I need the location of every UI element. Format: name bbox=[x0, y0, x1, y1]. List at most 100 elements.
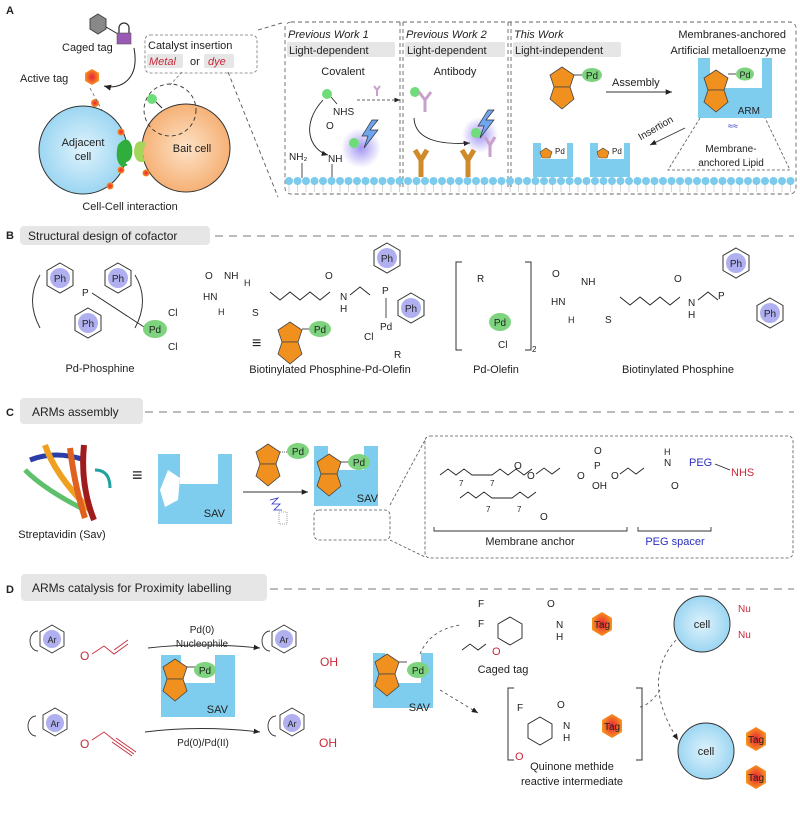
svg-text:H: H bbox=[563, 733, 570, 744]
antibody-label: Antibody bbox=[434, 66, 477, 78]
cofactor-icon bbox=[549, 66, 575, 110]
membrane-bead bbox=[540, 177, 548, 185]
membrane-bead bbox=[353, 177, 361, 185]
cl-label: Cl bbox=[364, 332, 373, 343]
insertion-label: Insertion bbox=[637, 114, 676, 143]
membrane-bead bbox=[735, 177, 744, 185]
phenol-product-1: Ar OH bbox=[261, 624, 338, 669]
ar-label: Ar bbox=[280, 635, 289, 645]
subscript-7: 7 bbox=[486, 505, 491, 514]
metal-label: Metal bbox=[149, 56, 176, 68]
pd-label: Pd bbox=[586, 71, 598, 82]
membrane-bead bbox=[480, 177, 489, 185]
svg-text:O: O bbox=[611, 471, 619, 482]
ar-label: Ar bbox=[48, 635, 57, 645]
o-atom: O bbox=[326, 121, 334, 132]
quinone-methide-label-1: Quinone methide bbox=[530, 761, 614, 773]
this-work-title: This Work bbox=[514, 29, 564, 41]
membrane-bead bbox=[361, 177, 370, 185]
r-group: R bbox=[394, 350, 401, 361]
ph-label: Ph bbox=[730, 259, 742, 270]
svg-text:H: H bbox=[340, 304, 347, 315]
caged-tag-label: Caged tag bbox=[62, 42, 113, 54]
svg-text:O: O bbox=[552, 269, 560, 280]
panel-c-header: ARMs assembly bbox=[32, 405, 119, 419]
previous-work-1-title: Previous Work 1 bbox=[288, 29, 369, 41]
panel-letter-a: A bbox=[6, 5, 14, 17]
membrane-bead bbox=[336, 177, 344, 185]
svg-text:O: O bbox=[540, 512, 548, 523]
compound-label-pd-phosphine: Pd-Phosphine bbox=[65, 363, 134, 375]
nh-label: NH bbox=[328, 154, 342, 165]
membrane-bead bbox=[778, 177, 786, 185]
membrane-bead bbox=[489, 177, 497, 185]
svg-text:O: O bbox=[594, 446, 602, 457]
pd-label: Pd bbox=[292, 447, 304, 458]
membrane-bead bbox=[378, 177, 387, 185]
catalyst-insertion-label: Catalyst insertion bbox=[148, 40, 232, 52]
membrane-bead bbox=[497, 177, 506, 185]
membrane-bead bbox=[557, 177, 565, 185]
membrane-bead bbox=[327, 177, 336, 185]
panel-letter-b: B bbox=[6, 230, 14, 242]
membrane-bead bbox=[302, 177, 310, 185]
pd-label: Pd bbox=[612, 147, 622, 156]
pd-label: Pd bbox=[412, 666, 424, 677]
membrane-bead bbox=[395, 177, 404, 185]
previous-work-2-title: Previous Work 2 bbox=[406, 29, 487, 41]
cl-label: Cl bbox=[168, 308, 177, 319]
cell-cell-interaction-caption: Cell-Cell interaction bbox=[82, 201, 177, 213]
membrane-bead bbox=[285, 177, 293, 185]
dye-label: dye bbox=[208, 56, 226, 68]
p-atom: P bbox=[382, 286, 389, 297]
active-tag-label: Active tag bbox=[20, 73, 68, 85]
membrane-bead bbox=[769, 177, 778, 185]
membrane-bead bbox=[761, 177, 769, 185]
membrane-bead bbox=[718, 177, 727, 185]
ar-label: Ar bbox=[288, 719, 297, 729]
tag-label: Tag bbox=[748, 773, 764, 784]
membrane-bead bbox=[574, 177, 582, 185]
membrane-bead bbox=[548, 177, 557, 185]
svg-text:O: O bbox=[80, 737, 89, 751]
svg-text:O: O bbox=[325, 271, 333, 282]
this-work-tag: Light-independent bbox=[515, 45, 603, 57]
adjacent-cell bbox=[38, 105, 128, 195]
sav-label: SAV bbox=[357, 493, 379, 505]
svg-text:HN: HN bbox=[551, 297, 565, 308]
lock-icon bbox=[118, 22, 130, 33]
svg-text:N: N bbox=[688, 298, 695, 309]
previous-work-1-tag: Light-dependent bbox=[289, 45, 369, 57]
panel-d: D ARMs catalysis for Proximity labelling… bbox=[6, 574, 794, 789]
svg-text:N: N bbox=[563, 721, 570, 732]
membrane-bead bbox=[650, 177, 659, 185]
membrane-bead bbox=[599, 177, 608, 185]
assembly-label: Assembly bbox=[612, 77, 660, 89]
membrane-bead bbox=[701, 177, 710, 185]
tag-hexagon-icon bbox=[746, 765, 766, 789]
nh2-label: NH₂ bbox=[289, 152, 307, 163]
subscript-7: 7 bbox=[517, 505, 522, 514]
svg-text:O: O bbox=[577, 471, 585, 482]
membrane-bead bbox=[370, 177, 378, 185]
panel-d-header: ARMs catalysis for Proximity labelling bbox=[32, 581, 231, 595]
svg-text:O: O bbox=[527, 471, 535, 482]
panel-b-header: Structural design of cofactor bbox=[28, 229, 177, 243]
sav-label: SAV bbox=[409, 702, 431, 714]
subscript-7: 7 bbox=[490, 479, 495, 488]
svg-text:O: O bbox=[557, 700, 565, 711]
svg-text:H: H bbox=[688, 310, 695, 321]
peg-label: PEG bbox=[689, 457, 712, 469]
svg-text:N: N bbox=[664, 458, 671, 469]
ph-label: Ph bbox=[54, 274, 66, 285]
nu-label: Nu bbox=[738, 630, 751, 641]
ph-label: Ph bbox=[405, 304, 417, 315]
svg-text:NH: NH bbox=[581, 277, 595, 288]
f-atom: F bbox=[478, 619, 484, 630]
adjacent-cell-label-2: cell bbox=[75, 151, 92, 163]
membrane-bead bbox=[667, 177, 676, 185]
bait-cell-label: Bait cell bbox=[173, 143, 212, 155]
membrane-bead bbox=[744, 177, 752, 185]
svg-text:N: N bbox=[556, 620, 563, 631]
condition-pd0-pd2: Pd(0)/Pd(II) bbox=[177, 738, 229, 749]
